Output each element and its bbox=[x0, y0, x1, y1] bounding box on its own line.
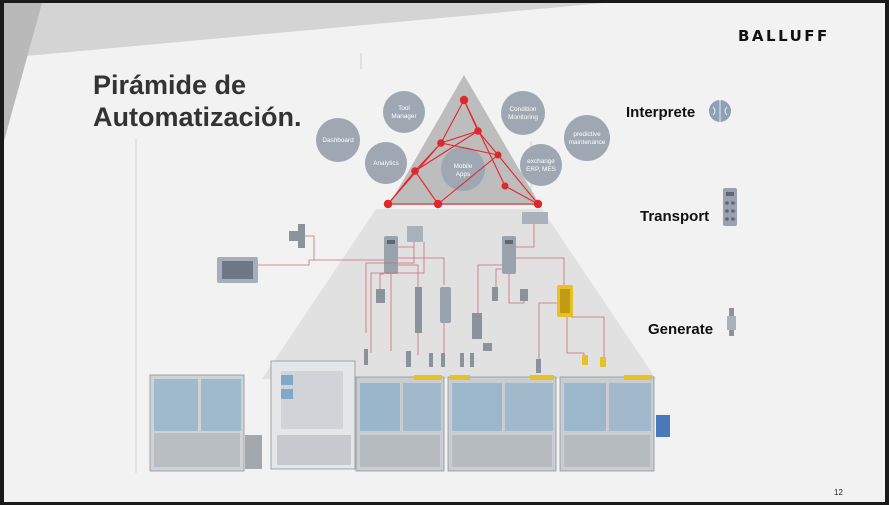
layer-label-transport: Transport bbox=[640, 208, 710, 225]
bubble-mobile-apps-label-1: Mobile bbox=[454, 163, 473, 170]
bubble-condition-monitoring-label-2: Monitoring bbox=[508, 114, 538, 121]
bubble-exchange-label-2: ERP, MES bbox=[526, 166, 556, 173]
page-number: 12 bbox=[834, 488, 843, 497]
connector-hub-icon bbox=[289, 224, 305, 248]
data-network-nodes bbox=[383, 95, 543, 209]
bubble-analytics: Analytics bbox=[365, 142, 407, 184]
bubble-predictive-maintenance-label-2: maintenance bbox=[569, 139, 606, 146]
io-module-icon bbox=[723, 188, 737, 226]
pyramid-lower-section bbox=[262, 209, 656, 379]
field-sensors bbox=[364, 287, 606, 373]
slide-title: Pirámide de Automatización. bbox=[93, 69, 302, 133]
bubble-tool-manager-label-1: Tool bbox=[398, 105, 410, 112]
layer-label-interprete: Interprete bbox=[626, 104, 696, 121]
sensor-icon bbox=[727, 308, 736, 336]
brain-icon bbox=[709, 100, 731, 122]
io-hub-yellow-icon bbox=[557, 285, 573, 317]
production-line-machines bbox=[149, 360, 670, 472]
bubble-mobile-apps: Mobile Apps bbox=[441, 147, 485, 191]
bubble-tool-manager: Tool Manager bbox=[383, 91, 425, 133]
bubble-analytics-label: Analytics bbox=[373, 160, 399, 167]
bubble-dashboard: Dashboard bbox=[316, 118, 360, 162]
bubble-tool-manager-label-2: Manager bbox=[391, 113, 417, 120]
network-switch-icon bbox=[407, 212, 548, 242]
field-cabling bbox=[258, 224, 605, 365]
hmi-panel-icon bbox=[217, 257, 258, 283]
title-line-1: Pirámide de bbox=[93, 70, 247, 100]
bubble-exchange-erp-mes: exchange ERP, MES bbox=[520, 144, 562, 186]
balluff-logo: BALLUFF bbox=[738, 27, 830, 45]
bubble-condition-monitoring-label-1: Condition bbox=[509, 106, 536, 113]
automation-pyramid-diagram: Dashboard Tool Manager Analytics Mobile … bbox=[149, 75, 737, 472]
bubble-condition-monitoring: Condition Monitoring bbox=[501, 91, 545, 135]
slide: BALLUFF Pirámide de Automatización. Dash… bbox=[4, 3, 885, 502]
bubble-predictive-maintenance: predictive maintenance bbox=[564, 115, 610, 161]
title-line-2: Automatización. bbox=[93, 102, 302, 132]
data-network-links bbox=[387, 99, 539, 205]
bubble-predictive-maintenance-label-1: predictive bbox=[573, 131, 601, 138]
io-master-left-icon bbox=[384, 236, 398, 274]
bubble-mobile-apps-label-2: Apps bbox=[456, 171, 471, 178]
bubble-exchange-label-1: exchange bbox=[527, 158, 555, 165]
bubble-dashboard-label: Dashboard bbox=[322, 137, 354, 144]
io-master-right-icon bbox=[502, 236, 516, 274]
layer-label-generate: Generate bbox=[648, 321, 714, 338]
